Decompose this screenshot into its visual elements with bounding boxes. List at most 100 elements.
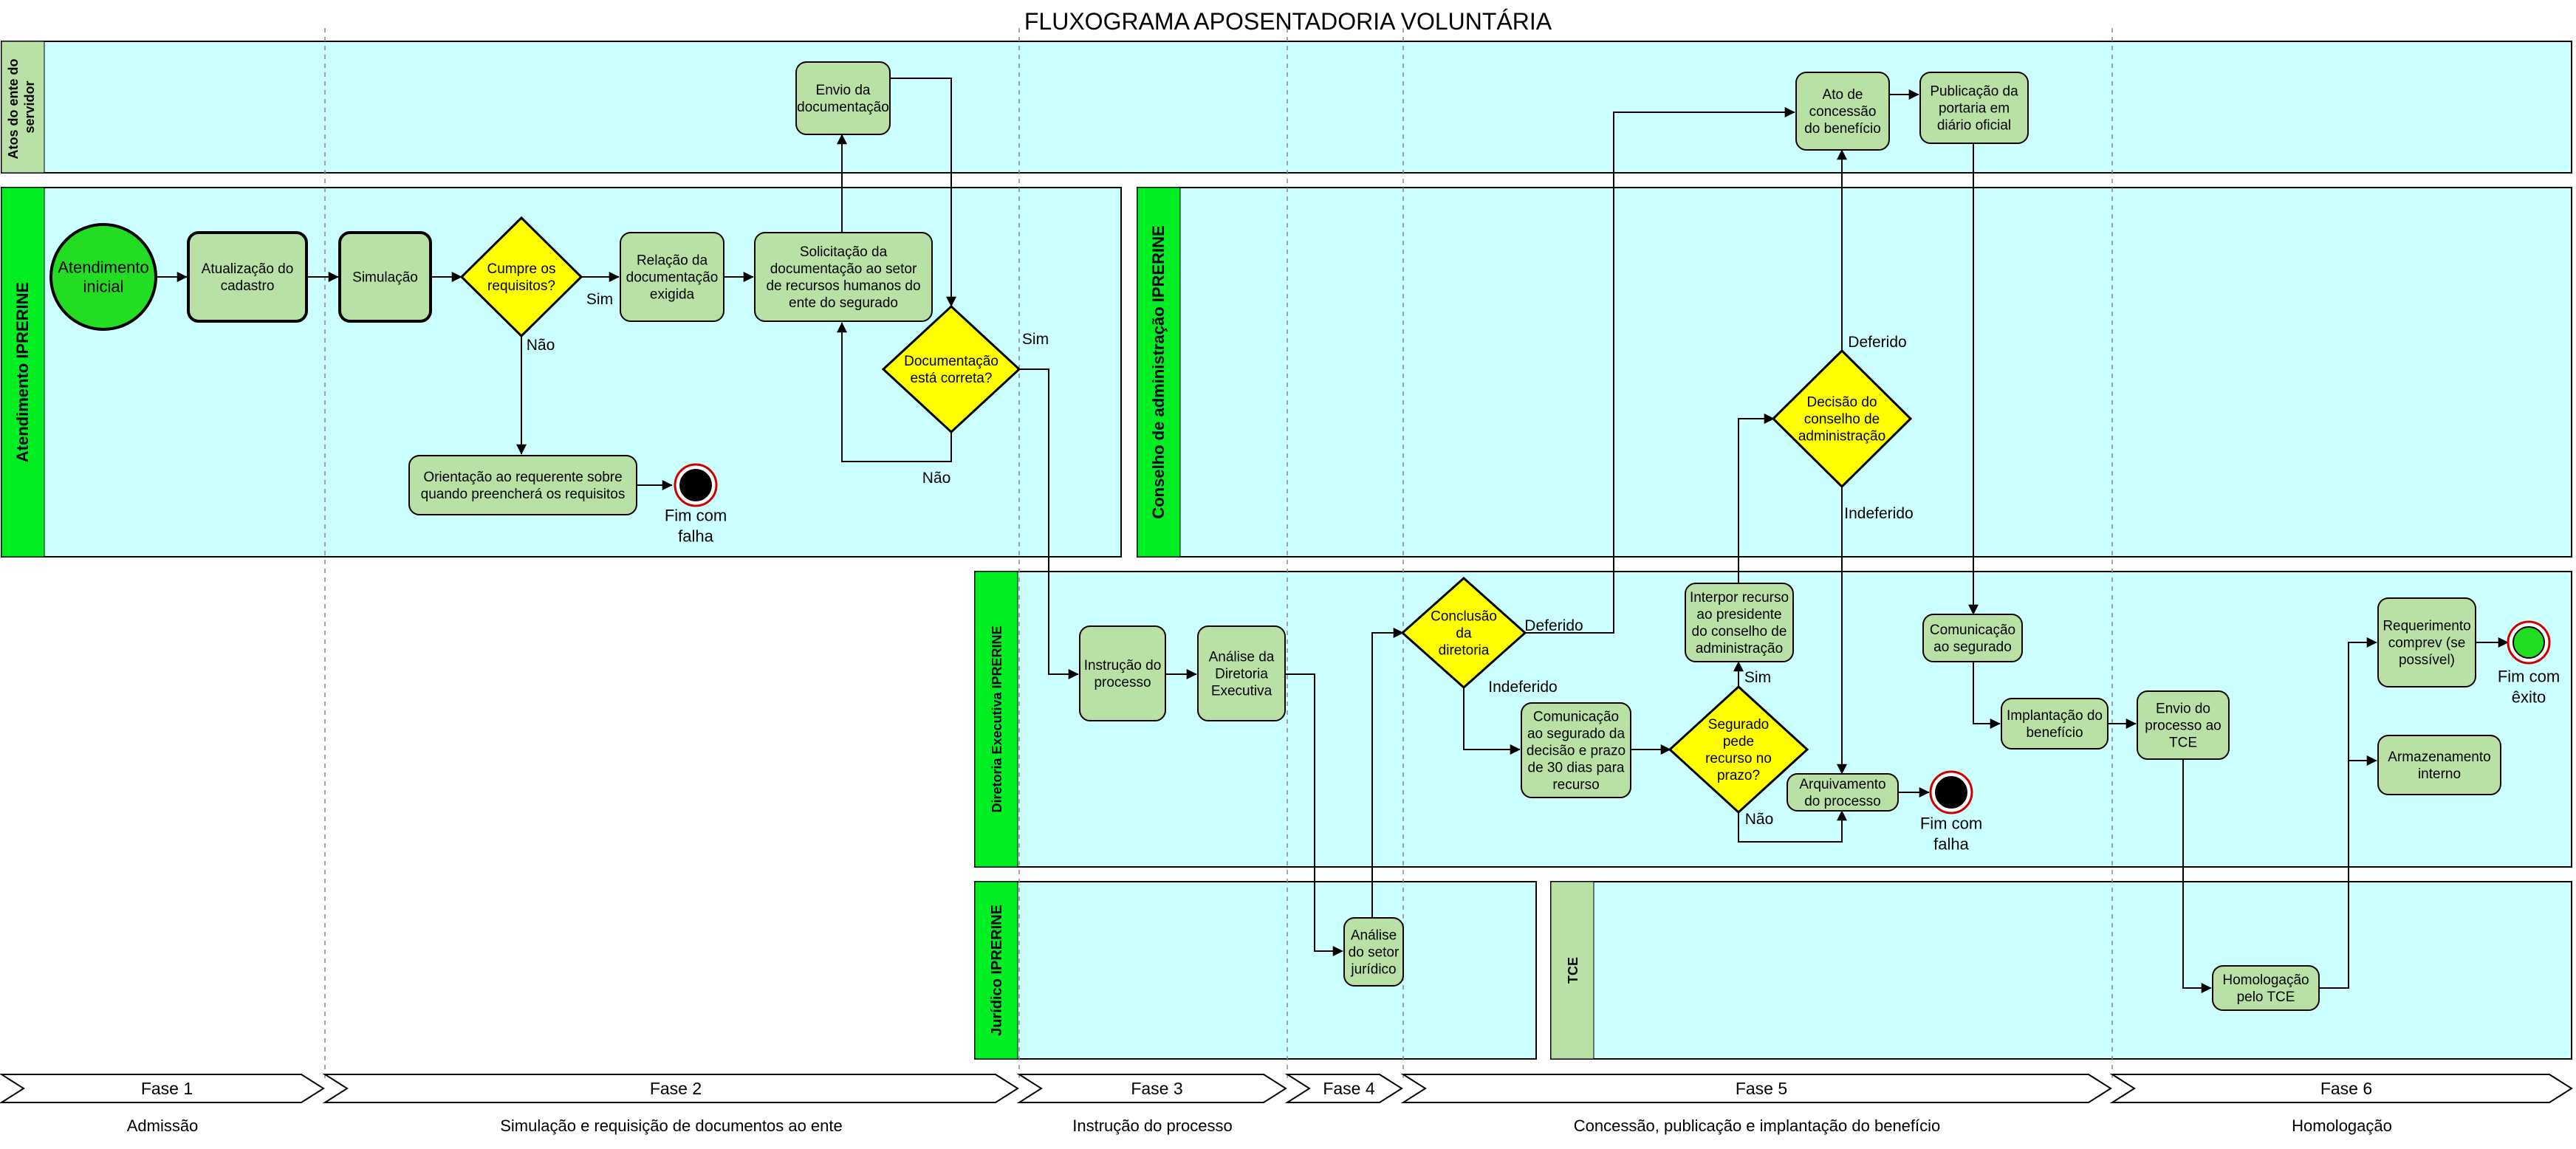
- lane-label-juridico: Jurídico IPRERINE: [989, 905, 1005, 1036]
- edge-juridico-conclusao: [1371, 628, 1404, 918]
- edge-label-nao-2: Não: [922, 470, 951, 487]
- task-simulacao: Simulação: [338, 231, 432, 323]
- phase-caption: Simulação e requisição de documentos ao …: [500, 1117, 843, 1135]
- diagram-title: FLUXOGRAMA APOSENTADORIA VOLUNTÁRIA: [1024, 8, 1552, 35]
- edges: [157, 78, 2509, 993]
- edge-conclusao-ato: [1525, 107, 1795, 634]
- edge-interpor-decisao: [1738, 414, 1775, 583]
- edge-doccorreta-instrucao: [1019, 368, 1079, 679]
- phase-label: Fase 6: [2320, 1079, 2372, 1098]
- edge-doccorreta-solicitacao: [837, 322, 952, 462]
- phase-caption: Instrução do processo: [1072, 1117, 1232, 1135]
- phase-label: Fase 1: [141, 1079, 193, 1098]
- phase-6: Fase 6 Homologação: [2109, 1074, 2573, 1135]
- edge-label-deferido-1: Deferido: [1524, 617, 1583, 634]
- phase-caption: Admissão: [127, 1117, 199, 1135]
- simulacao-label: Simulação: [352, 270, 418, 286]
- phase-5: Fase 5 Concessão, publicação e implantaçã…: [1400, 1074, 2112, 1135]
- edge-conclusao-comunicacao: [1463, 687, 1521, 755]
- edge-label-sim-3: Sim: [1744, 669, 1771, 686]
- edge-envio-doccorreta: [890, 78, 956, 307]
- lane-tce: TCE: [1550, 881, 2572, 1060]
- phase-caption: Homologação: [2292, 1117, 2392, 1135]
- phase-label: Fase 3: [1131, 1079, 1182, 1098]
- lane-label-atos-do-ente: Atos do ente do servidor: [6, 55, 37, 159]
- edge-homologacao-requerimento: [2319, 637, 2377, 989]
- edge-label-nao-1: Não: [527, 337, 555, 354]
- lane-label-conselho: Conselho de administração IPRERINE: [1149, 225, 1168, 518]
- phase-label: Fase 4: [1323, 1079, 1375, 1098]
- phase-3: Fase 3 Instrução do processo: [1016, 1074, 1287, 1135]
- lane-label-atendimento: Atendimento IPRERINE: [13, 282, 32, 462]
- edge-label-indeferido-2: Indeferido: [1844, 505, 1913, 522]
- lane-label-tce: TCE: [1566, 957, 1580, 984]
- edge-label-deferido-2: Deferido: [1848, 334, 1906, 351]
- edge-comunicacao-implantacao: [1973, 662, 2001, 729]
- edge-analise-juridico: [1285, 673, 1343, 956]
- edge-label-sim-1: Sim: [586, 291, 613, 308]
- phase-4: Fase 4: [1284, 1074, 1403, 1103]
- lane-juridico: Jurídico IPRERINE: [974, 881, 1537, 1060]
- phase-1: Fase 1 Admissão: [0, 1074, 325, 1135]
- phase-label: Fase 5: [1736, 1079, 1787, 1098]
- phase-caption: Concessão, publicação e implantação do b…: [1574, 1117, 1941, 1135]
- edge-label-nao-3: Não: [1745, 811, 1774, 828]
- phase-separators: [324, 28, 2113, 1078]
- edge-envio-homologacao: [2182, 759, 2212, 993]
